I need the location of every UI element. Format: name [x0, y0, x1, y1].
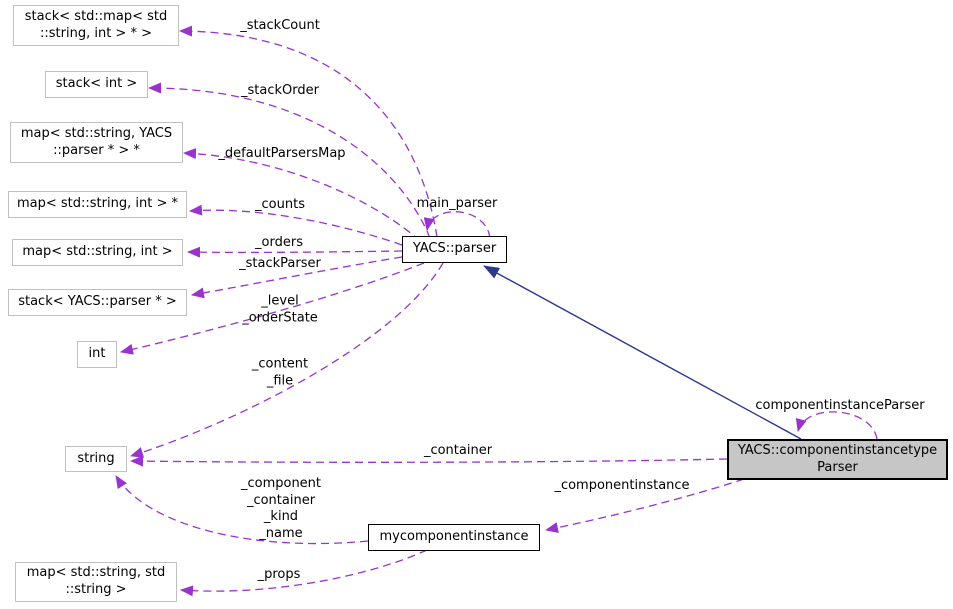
edge-defaultparsersmap	[183, 148, 421, 242]
edge-label-container: _container	[423, 442, 493, 458]
edge-container	[130, 455, 728, 467]
edge-label-content-file: _content _file	[251, 356, 309, 389]
edge-label-props: _props	[257, 566, 301, 582]
edge-label-orders: _orders	[255, 234, 303, 250]
edge-main-parser-self-loop	[423, 211, 491, 239]
edge-label-defaultparsersmap: _defaultParsersMap	[218, 145, 346, 161]
node-string: string	[65, 446, 127, 472]
edge-label-component-container-kind-name: _component _container _kind _name	[240, 476, 322, 541]
edge-stackorder	[148, 82, 431, 239]
edge-label-componentinstanceparser: componentinstanceParser	[755, 397, 925, 413]
edge-content-file	[130, 262, 444, 458]
edge-level-orderstate	[120, 262, 425, 355]
edge-label-stackorder: _stackOrder	[241, 82, 319, 98]
edge-label-stackparser: _stackParser	[239, 255, 321, 271]
node-stack-int: stack< int >	[45, 71, 148, 98]
node-stack-map-string-int: stack< std::map< std ::string, int > * >	[13, 5, 179, 46]
edge-label-stackcount: _stackCount	[240, 17, 320, 33]
node-map-string-yacs-parser: map< std::string, YACS ::parser * > *	[10, 122, 183, 163]
node-map-string-string: map< std::string, std ::string >	[15, 562, 177, 602]
edge-label-counts: _counts	[255, 196, 305, 212]
edge-label-level-orderstate: _level _orderState	[242, 293, 318, 326]
node-yacs-componentinstancetype-parser: YACS::componentinstancetype Parser	[727, 439, 948, 480]
node-yacs-parser[interactable]: YACS::parser	[402, 236, 507, 263]
node-stack-yacs-parser: stack< YACS::parser * >	[8, 289, 187, 316]
edge-counts	[189, 204, 403, 246]
edge-label-main-parser: main_parser	[416, 195, 498, 211]
node-mycomponentinstance[interactable]: mycomponentinstance	[368, 524, 540, 551]
edge-inheritance	[483, 265, 802, 440]
node-map-string-int: map< std::string, int >	[12, 239, 183, 266]
edge-stackparser	[191, 256, 403, 299]
edge-label-componentinstance: _componentinstance	[554, 477, 690, 493]
edge-stackcount	[179, 25, 438, 238]
edge-componentinstanceparser-self-loop	[795, 411, 878, 440]
edge-component-container-kind-name	[115, 475, 369, 545]
edge-orders	[187, 246, 403, 258]
edge-props	[180, 549, 428, 597]
node-int: int	[77, 341, 117, 368]
node-map-string-int-ptr: map< std::string, int > *	[8, 191, 187, 218]
